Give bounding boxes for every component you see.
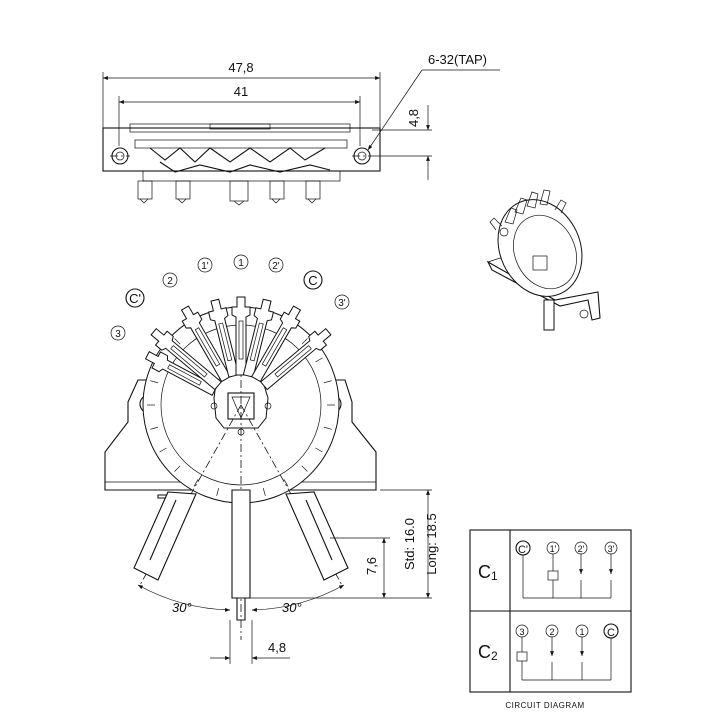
angle-left-label: 30°	[172, 600, 192, 615]
terminal-lug	[250, 305, 302, 383]
terminal-lug	[260, 327, 332, 391]
lever-offset-label: 4,8	[268, 640, 286, 655]
row2-terminal-1: 3	[519, 627, 524, 637]
terminal-lug	[150, 327, 222, 391]
row2-terminals: 3 2 1 C	[515, 623, 619, 639]
terminal-label-circle	[197, 257, 213, 273]
terminal-label: 1'	[201, 261, 209, 272]
wafer-slot	[315, 447, 323, 453]
wafer-slot	[262, 487, 266, 496]
isometric-view	[486, 189, 601, 331]
terminal-label: 2	[167, 276, 173, 287]
terminal-label-circle	[110, 325, 126, 341]
wafer-slot	[301, 338, 308, 345]
dim-height: 4,8	[406, 109, 421, 127]
wafer-slot	[283, 479, 289, 487]
wafer-slot	[323, 380, 332, 384]
long-length-label: Long: 18.5	[424, 513, 439, 574]
row2-terminal-4: C	[607, 627, 615, 639]
shaft-height-label: 7,6	[364, 557, 379, 575]
dim-outer-width: 47,8	[228, 60, 253, 75]
terminal-lug	[144, 351, 218, 397]
circuit-diagram: C1 C2 C' 1' 2' 3' 3	[469, 529, 632, 710]
top-view: 47,8 41	[102, 52, 500, 206]
row2-terminal-2: 2	[549, 627, 554, 637]
dim-inner-width: 41	[234, 84, 248, 99]
terminal-label: C'	[129, 291, 141, 306]
terminal-lug	[242, 298, 275, 378]
terminal-label-circle	[233, 254, 249, 270]
wafer-slot	[216, 487, 220, 496]
terminal-label-circle	[162, 272, 178, 288]
angle-right-label: 30°	[282, 600, 302, 615]
terminal-lug	[207, 298, 240, 378]
terminal-label-circle	[268, 257, 284, 273]
terminal-label: 2'	[272, 261, 280, 272]
terminal-lug	[231, 296, 251, 376]
terminal-label: C	[308, 273, 317, 288]
wafer-slot	[193, 479, 199, 487]
terminal-label: 3'	[338, 298, 346, 309]
wafer-slot	[159, 447, 167, 453]
row1-terminals: C' 1' 2' 3'	[515, 540, 618, 556]
terminal-label: 1	[238, 258, 244, 269]
row2-terminal-3: 1	[579, 627, 584, 637]
wafer-slot	[174, 465, 181, 472]
wafer-slot	[315, 357, 323, 363]
terminal-label-circle	[125, 288, 145, 308]
wafer-slot	[323, 426, 332, 430]
row1-terminal-2: 1'	[550, 544, 557, 554]
std-length-label: Std: 16.0	[402, 518, 417, 570]
tap-label: 6-32(TAP)	[428, 52, 487, 67]
wafer-slot	[174, 338, 181, 345]
wafer-slot	[150, 380, 159, 384]
terminal-label-circle	[334, 294, 350, 310]
row1-terminal-3: 2'	[578, 544, 585, 554]
row2-label: C2	[478, 642, 498, 663]
row1-label: C1	[478, 562, 498, 583]
terminal-lug	[180, 305, 232, 383]
row1-terminal-4: 3'	[608, 544, 615, 554]
row1-terminal-1: C'	[518, 544, 528, 556]
wafer-slot	[301, 465, 308, 472]
terminal-label: 3	[115, 329, 121, 340]
terminal-label-circle	[303, 270, 323, 290]
circuit-diagram-caption: CIRCUIT DIAGRAM	[505, 701, 584, 710]
wafer-slot	[150, 426, 159, 430]
